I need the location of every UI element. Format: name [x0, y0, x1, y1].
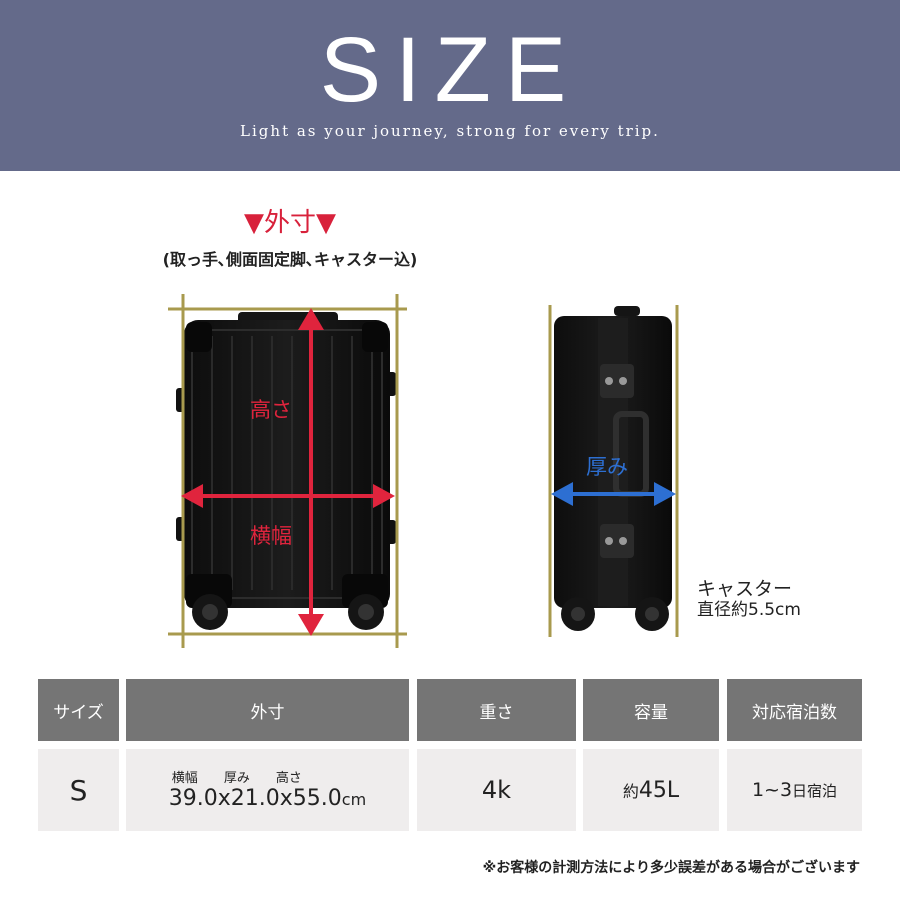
- depth-label: 厚み: [586, 455, 628, 479]
- width-arrow: [181, 484, 395, 508]
- height-label: 高さ: [250, 398, 292, 422]
- depth-arrow: [551, 482, 676, 506]
- capacity-value: 45L: [638, 777, 680, 803]
- width-label: 横幅: [250, 524, 292, 548]
- height-arrow: [298, 308, 324, 636]
- side-measure-frame: [548, 305, 679, 637]
- front-measure-frame: [168, 294, 407, 648]
- dimensions-unit: cm: [341, 790, 367, 809]
- front-suitcase-image: [176, 312, 396, 630]
- page-title: SIZE: [319, 19, 581, 121]
- header-capacity: 容量: [583, 679, 719, 741]
- nights-value: 1~3: [751, 779, 793, 801]
- dim-width-label: 横幅: [171, 771, 198, 786]
- header-weight: 重さ: [417, 679, 576, 741]
- caster-label: キャスター: [697, 578, 793, 600]
- page-subtitle: Light as your journey, strong for every …: [240, 122, 660, 140]
- header-nights: 対応宿泊数: [727, 679, 862, 741]
- nights-suffix: 日宿泊: [792, 781, 838, 800]
- dimensions-block: 横幅 厚み 高さ 39.0x21.0x55.0cm: [169, 767, 366, 813]
- spec-table: サイズ 外寸 重さ 容量 対応宿泊数 S 横幅 厚み 高さ 39.0x21.0x…: [38, 679, 862, 831]
- caster-diameter: 直径約5.5cm: [697, 600, 801, 620]
- header-banner: SIZE Light as your journey, strong for e…: [0, 0, 900, 171]
- dimensions-number: 39.0x21.0x55.0: [168, 786, 342, 811]
- header-outer-dimensions: 外寸: [126, 679, 409, 741]
- size-value: S: [69, 773, 88, 807]
- cell-weight: 4k: [417, 749, 576, 831]
- dim-depth-label: 厚み: [223, 771, 250, 786]
- measurement-footnote: ※お客様の計測方法により多少誤差がある場合がございます: [482, 860, 860, 876]
- cell-size: S: [38, 749, 119, 831]
- side-suitcase-image: [554, 306, 672, 631]
- capacity-prefix: 約: [622, 782, 639, 801]
- header-size: サイズ: [38, 679, 119, 741]
- cell-outer-dimensions: 横幅 厚み 高さ 39.0x21.0x55.0cm: [126, 749, 409, 831]
- dimension-axis-labels: 横幅 厚み 高さ: [169, 767, 302, 786]
- dimensions-value: 39.0x21.0x55.0cm: [169, 786, 366, 813]
- outer-dimensions-title: ▼外寸▼: [244, 208, 336, 238]
- outer-dimensions-note: (取っ手､側面固定脚､キャスター込): [162, 250, 418, 269]
- dim-height-label: 高さ: [275, 771, 302, 786]
- weight-value: 4k: [481, 776, 512, 804]
- caster-note: キャスター 直径約5.5cm: [697, 578, 801, 620]
